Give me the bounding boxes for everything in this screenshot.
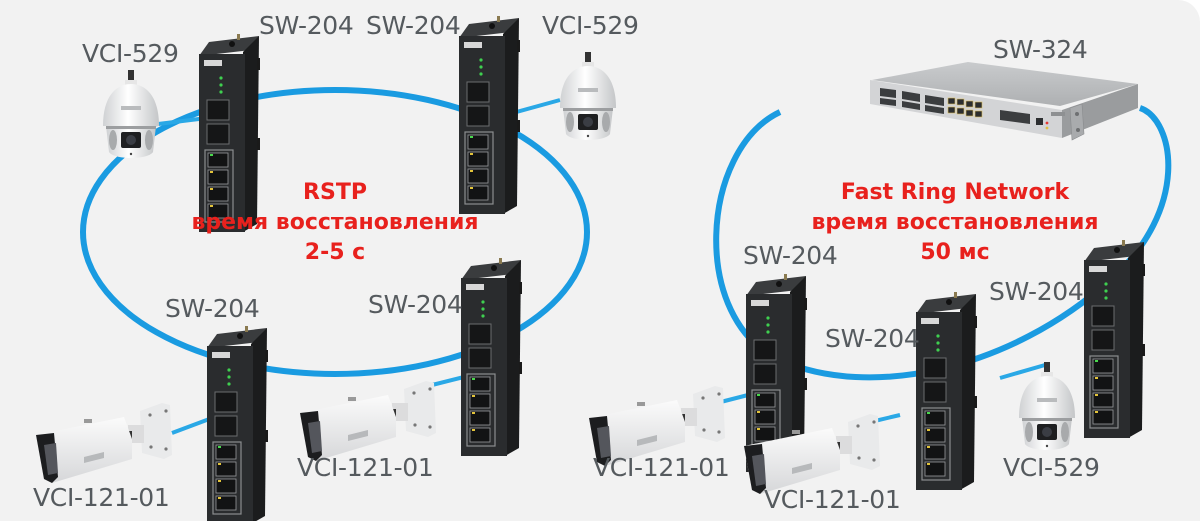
link-cable	[149, 116, 208, 127]
bullet-camera-icon	[300, 381, 436, 461]
recovery-label: время восстановления	[811, 210, 1099, 235]
device-label: SW-204	[743, 241, 838, 270]
din-switch-icon	[915, 291, 978, 491]
device-label: SW-204	[989, 277, 1084, 306]
device-label: VCI-529	[542, 11, 639, 40]
dome-camera-icon	[560, 52, 616, 140]
protocol-name: Fast Ring Network	[840, 180, 1070, 205]
din-switch-icon	[460, 257, 523, 457]
device-label: VCI-529	[1003, 453, 1100, 482]
device-label: SW-204	[368, 290, 463, 319]
recovery-label: время восстановления	[191, 210, 479, 235]
rack-switch-icon	[870, 62, 1138, 141]
device-label: SW-204	[165, 294, 260, 323]
frn-ring-cable	[713, 105, 1172, 381]
dome-camera-icon	[103, 70, 159, 158]
dome-camera-icon	[1019, 362, 1075, 450]
rstp-ring-cable	[80, 87, 590, 377]
device-label: SW-204	[259, 11, 354, 40]
recovery-time: 50 мс	[920, 240, 990, 265]
device-label: VCI-121-01	[764, 485, 901, 514]
protocol-name: RSTP	[303, 180, 367, 205]
device-label: VCI-121-01	[297, 453, 434, 482]
din-switch-icon	[1083, 239, 1146, 439]
device-label: SW-204	[825, 324, 920, 353]
device-label: SW-324	[993, 35, 1088, 64]
frn-annotation: Fast Ring Network время восстановления 5…	[795, 178, 1115, 268]
device-label: SW-204	[366, 11, 461, 40]
device-label: VCI-121-01	[33, 483, 170, 512]
device-label: VCI-529	[82, 39, 179, 68]
din-switch-icon	[206, 325, 269, 521]
rstp-annotation: RSTP время восстановления 2-5 с	[175, 178, 495, 268]
device-label: VCI-121-01	[593, 453, 730, 482]
recovery-time: 2-5 с	[304, 240, 366, 265]
bullet-camera-icon	[36, 403, 172, 483]
link-cable	[999, 363, 1046, 380]
